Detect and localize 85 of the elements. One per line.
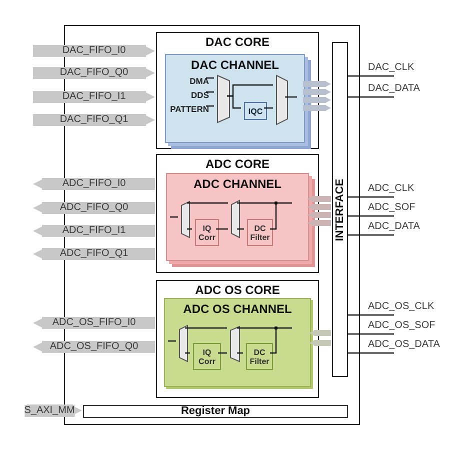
signal-line bbox=[237, 327, 292, 329]
block-label: DC Filter bbox=[248, 348, 270, 366]
edge-label: ADC_OS_FIFO_Q0 bbox=[50, 341, 138, 353]
signal-line bbox=[185, 327, 227, 329]
signal-line bbox=[237, 352, 243, 354]
signal-line bbox=[185, 352, 190, 354]
signal-label: ADC_DATA bbox=[368, 221, 420, 233]
signal-line bbox=[347, 196, 394, 198]
bus-arrow bbox=[309, 340, 331, 346]
core-panel bbox=[156, 32, 319, 149]
signal-line bbox=[270, 201, 278, 230]
bus-arrow bbox=[307, 220, 331, 226]
signal-line bbox=[237, 202, 292, 204]
block-label: IQC bbox=[248, 106, 263, 116]
bus-arrow bbox=[309, 330, 331, 336]
signal-label: ADC_CLK bbox=[368, 183, 414, 195]
core-panel bbox=[156, 154, 319, 273]
block-title: ADC OS CHANNEL bbox=[182, 302, 293, 316]
bus-arrow bbox=[307, 212, 331, 218]
signal-line bbox=[270, 326, 278, 354]
block-label: Register Map bbox=[180, 406, 250, 417]
signal-line bbox=[347, 234, 394, 236]
signal-line bbox=[347, 352, 394, 354]
signal-line bbox=[227, 95, 241, 109]
signal-label: DAC_CLK bbox=[368, 62, 414, 74]
edge-label: ADC_FIFO_I0 bbox=[62, 178, 126, 190]
signal-line bbox=[347, 96, 394, 98]
bus-arrow bbox=[303, 97, 331, 103]
edge-label: DAC_FIFO_Q1 bbox=[60, 114, 128, 126]
signal-line bbox=[216, 228, 228, 230]
bus-arrow bbox=[303, 105, 331, 111]
block-title: ADC CHANNEL bbox=[192, 177, 282, 191]
signal-line bbox=[237, 228, 244, 230]
edge-label: S_AXI_MM bbox=[24, 404, 75, 416]
block-label: IQ Corr bbox=[198, 224, 216, 242]
signal-line bbox=[347, 314, 394, 316]
processing-block bbox=[246, 343, 273, 370]
signal-line bbox=[170, 216, 178, 218]
bus-arrow bbox=[307, 204, 331, 210]
input-label: DMA bbox=[175, 75, 209, 87]
edge-label: ADC_FIFO_I1 bbox=[62, 225, 126, 237]
signal-line bbox=[168, 340, 176, 342]
block-title: ADC OS CORE bbox=[194, 283, 281, 297]
signal-line bbox=[347, 75, 394, 77]
interface-bar bbox=[332, 42, 348, 377]
signal-label: DAC_DATA bbox=[368, 83, 420, 95]
signal-line bbox=[206, 105, 214, 107]
register-map-bar bbox=[83, 405, 348, 418]
signal-line bbox=[218, 352, 227, 354]
interface-label: INTERFACE bbox=[334, 178, 346, 241]
signal-line bbox=[285, 96, 297, 98]
processing-block bbox=[244, 102, 267, 120]
bus-arrow bbox=[27, 404, 82, 416]
signal-line bbox=[206, 77, 214, 79]
bus-arrow bbox=[303, 89, 331, 95]
signal-line bbox=[187, 228, 192, 230]
processing-block bbox=[193, 343, 221, 370]
processing-block bbox=[247, 219, 273, 246]
signal-label: ADC_SOF bbox=[368, 202, 416, 214]
block-label: DC Filter bbox=[249, 224, 271, 242]
signal-label: ADC_OS_SOF bbox=[368, 320, 436, 332]
edge-label: DAC_FIFO_Q0 bbox=[60, 67, 128, 79]
signal-label: ADC_OS_CLK bbox=[368, 301, 434, 313]
channel-card bbox=[164, 298, 311, 387]
edge-label: ADC_FIFO_Q1 bbox=[60, 248, 128, 260]
edge-label: DAC_FIFO_I0 bbox=[62, 45, 126, 57]
block-title: ADC CORE bbox=[204, 157, 270, 171]
input-label: DDS bbox=[175, 89, 209, 101]
edge-label: DAC_FIFO_I1 bbox=[62, 91, 126, 103]
edge-label: ADC_FIFO_Q0 bbox=[60, 202, 128, 214]
signal-line bbox=[187, 202, 228, 204]
signal-line bbox=[206, 91, 214, 93]
signal-line bbox=[347, 333, 394, 335]
core-panel bbox=[156, 280, 319, 398]
input-label: PATTERN bbox=[167, 103, 209, 115]
signal-label: ADC_OS_DATA bbox=[368, 339, 440, 351]
block-title: DAC CORE bbox=[204, 35, 270, 49]
bus-arrow bbox=[303, 81, 331, 87]
signal-line bbox=[347, 215, 394, 217]
signal-line bbox=[264, 107, 273, 109]
block-title: DAC CHANNEL bbox=[190, 58, 280, 72]
processing-block bbox=[195, 219, 219, 246]
bus-arrow bbox=[307, 196, 331, 202]
block-label: IQ Corr bbox=[198, 348, 216, 366]
edge-label: ADC_OS_FIFO_I0 bbox=[52, 317, 136, 329]
